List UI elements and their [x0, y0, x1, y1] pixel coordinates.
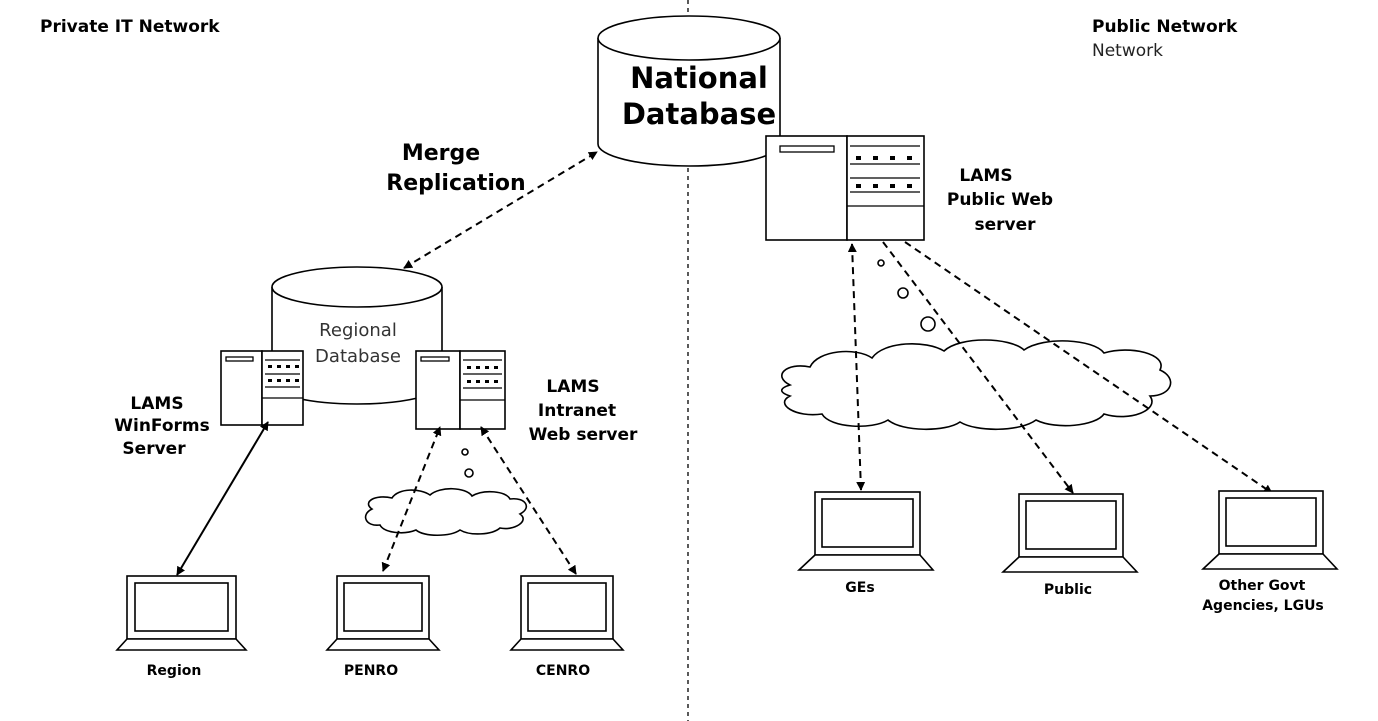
region-laptop-icon	[115, 575, 248, 651]
ges-public-server-link	[847, 243, 866, 491]
private-cloud-icon	[364, 448, 528, 537]
public-users-link	[882, 241, 1074, 494]
public-web-server-label: LAMS	[959, 166, 1012, 186]
agencies-laptop-icon	[1200, 490, 1339, 570]
winforms-server-label-2: WinForms	[114, 416, 210, 436]
regional-database-icon	[271, 266, 443, 405]
public-web-server-label-3: server	[974, 215, 1036, 235]
regional-database-label-2: Database	[315, 346, 401, 367]
public-cloud-icon	[780, 259, 1172, 431]
winforms-server-label: LAMS	[130, 394, 183, 414]
private-network-heading: Private IT Network	[40, 17, 220, 37]
public-web-server-label-2: Public Web	[947, 190, 1053, 210]
intranet-server-label-2: Intranet	[538, 401, 616, 421]
penro-intranet-link	[381, 426, 442, 572]
region-winforms-link	[176, 421, 269, 576]
cenro-intranet-link	[480, 426, 577, 575]
penro-label: PENRO	[344, 663, 398, 679]
national-database-label-2: Database	[622, 97, 776, 131]
winforms-server-icon	[220, 350, 304, 426]
winforms-server-label-3: Server	[122, 439, 186, 459]
merge-replication-label-2: Replication	[386, 171, 525, 196]
intranet-server-label-3: Web server	[529, 425, 638, 445]
agencies-label: Other Govt	[1219, 578, 1306, 594]
merge-replication-label: Merge	[402, 141, 480, 166]
region-label: Region	[147, 663, 202, 679]
ges-label: GEs	[845, 580, 874, 596]
public-laptop-icon	[1000, 493, 1139, 573]
public-network-heading: Public Network	[1092, 17, 1238, 37]
ges-laptop-icon	[796, 491, 935, 571]
national-database-icon	[597, 15, 781, 167]
merge-replication-arrow	[403, 151, 598, 269]
intranet-server-icon	[415, 350, 506, 430]
agencies-label-2: Agencies, LGUs	[1202, 598, 1324, 614]
public-label: Public	[1044, 582, 1092, 598]
cenro-label: CENRO	[536, 663, 590, 679]
regional-database-label: Regional	[319, 320, 397, 341]
public-network-subheading: Network	[1092, 41, 1163, 61]
penro-laptop-icon	[325, 575, 441, 651]
cenro-laptop-icon	[509, 575, 625, 651]
public-web-server-icon	[765, 135, 925, 241]
intranet-server-label: LAMS	[546, 377, 599, 397]
agencies-link	[904, 241, 1273, 494]
national-database-label: National	[630, 61, 768, 95]
